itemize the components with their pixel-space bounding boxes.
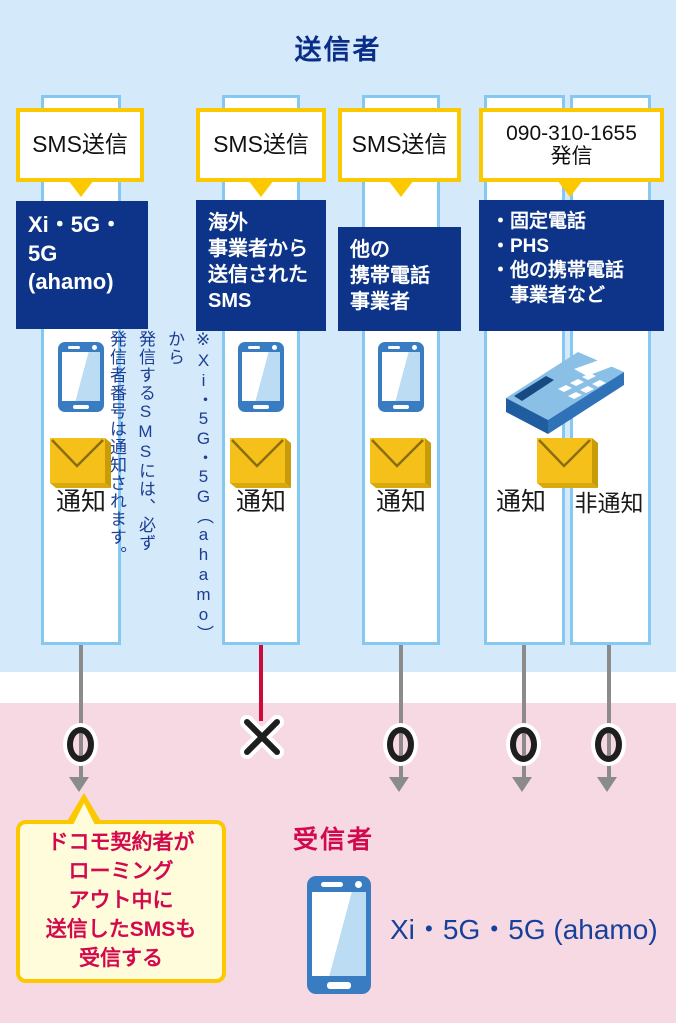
sender-source-4-line3: ・他の携帯電話 <box>491 260 625 282</box>
envelope-icon <box>370 438 431 488</box>
envelope-icon <box>50 438 111 488</box>
flow-arrow-4-head <box>512 777 532 792</box>
anonymous-label: 非通知 <box>574 490 644 516</box>
action-label-2-text: SMS送信 <box>213 131 309 158</box>
callout-line5: 受信する <box>79 946 163 970</box>
action-label-1-text: SMS送信 <box>32 131 128 158</box>
phone-screen <box>242 352 280 401</box>
phone-screen <box>382 352 420 401</box>
receiver-title: 受信者 <box>293 826 375 854</box>
phone-speaker <box>388 346 400 349</box>
blocked-x-mark <box>240 715 284 759</box>
footnote-line3: 発信者番号は通知されます。 <box>107 330 126 564</box>
sender-source-3-line3: 事業者 <box>350 291 410 313</box>
phone-speaker <box>321 882 343 887</box>
phone-camera <box>272 345 277 350</box>
sender-source-1-line3: (ahamo) <box>28 269 114 295</box>
flow-arrow-4-line <box>522 645 526 777</box>
flow-arrow-5-line <box>607 645 611 777</box>
notify-label-1: 通知 <box>55 488 106 516</box>
label-pointer-2 <box>248 180 274 197</box>
blocked-flow-line <box>259 645 263 721</box>
sender-source-4-line4: 事業者など <box>491 285 606 307</box>
callout-line3: アウト中に <box>68 889 174 913</box>
phone-camera <box>355 881 362 888</box>
callout-line1: ドコモ契約者が <box>47 831 195 855</box>
sender-source-3-line1: 他の <box>350 239 390 261</box>
delivered-circle-1 <box>67 727 94 762</box>
label-pointer-1 <box>68 180 94 197</box>
section-divider-gap <box>0 672 676 703</box>
action-label-1: SMS送信 <box>16 108 144 182</box>
sender-source-4-line2: ・PHS <box>491 235 550 257</box>
roaming-callout: ドコモ契約者が ローミング アウト中に 送信したSMSも 受信する <box>16 820 226 983</box>
sender-source-2-line2: 事業者から <box>208 238 308 260</box>
callout-tail-fill <box>72 803 96 827</box>
envelope-icon <box>537 438 598 488</box>
sender-source-4-line1: ・固定電話 <box>491 211 587 232</box>
notify-label-4: 通知 <box>495 488 546 516</box>
notify-label-3: 通知 <box>375 488 426 516</box>
delivered-circle-3 <box>387 727 414 762</box>
delivered-circle-4 <box>510 727 537 762</box>
phone-home-button <box>327 982 351 989</box>
phone-speaker <box>68 346 80 349</box>
flow-arrow-5-head <box>597 777 617 792</box>
sender-source-2-line3: 送信された <box>208 264 308 286</box>
sender-source-2-line1: 海外 <box>208 212 248 234</box>
caller-id-footnote: ※Xi・5G・5G（ahamo）から 発信するSMSには、必ず 発信者番号は通知… <box>107 330 218 646</box>
sender-source-4: ・固定電話 ・PHS ・他の携帯電話 事業者など <box>479 200 664 331</box>
action-label-4-text: 発信 <box>550 145 593 168</box>
phone-home-button <box>253 405 269 409</box>
sender-source-1-line1: Xi・5G・ <box>28 212 123 237</box>
envelope-icon <box>230 438 291 488</box>
flow-arrow-1-head <box>69 777 89 792</box>
sender-source-2: 海外 事業者から 送信された SMS <box>196 200 326 331</box>
smartphone-icon <box>378 342 424 412</box>
delivered-circle-5 <box>595 727 622 762</box>
sender-source-3-line2: 携帯電話 <box>350 265 430 287</box>
flow-arrow-3-line <box>399 645 403 777</box>
flow-arrow-3-head <box>389 777 409 792</box>
phone-speaker <box>248 346 260 349</box>
action-label-4: 090-310-1655 発信 <box>479 108 664 182</box>
label-pointer-4 <box>557 180 583 197</box>
phone-screen <box>62 352 100 401</box>
sender-source-1: Xi・5G・ 5G (ahamo) <box>16 201 148 329</box>
action-label-3-text: SMS送信 <box>351 131 448 158</box>
sender-title: 送信者 <box>294 35 382 65</box>
sender-source-1-line2: 5G <box>28 240 58 266</box>
action-label-2: SMS送信 <box>196 108 326 182</box>
callout-line4: 送信したSMSも <box>45 917 197 941</box>
smartphone-icon <box>238 342 284 412</box>
phone-home-button <box>393 405 409 409</box>
sender-source-2-line4: SMS <box>208 290 252 312</box>
receiver-device-label: Xi・5G・5G (ahamo) <box>390 914 658 945</box>
phone-screen <box>312 892 366 976</box>
footnote-line1: ※Xi・5G・5G（ahamo）から <box>165 330 213 643</box>
sender-source-3: 他の 携帯電話 事業者 <box>338 227 461 331</box>
label-pointer-3 <box>388 180 414 197</box>
smartphone-icon <box>58 342 104 412</box>
phone-camera <box>92 345 97 350</box>
phone-camera <box>412 345 417 350</box>
callout-line2: ローミング <box>68 860 174 884</box>
receiver-smartphone-icon <box>307 876 371 994</box>
action-label-4-number: 090-310-1655 <box>506 121 637 145</box>
desk-phone-icon <box>506 352 624 434</box>
footnote-line2: 発信するSMSには、必ず <box>136 330 155 552</box>
action-label-3: SMS送信 <box>338 108 461 182</box>
flow-arrow-1-line <box>79 645 83 777</box>
phone-home-button <box>73 405 89 409</box>
notify-label-2: 通知 <box>235 488 286 516</box>
